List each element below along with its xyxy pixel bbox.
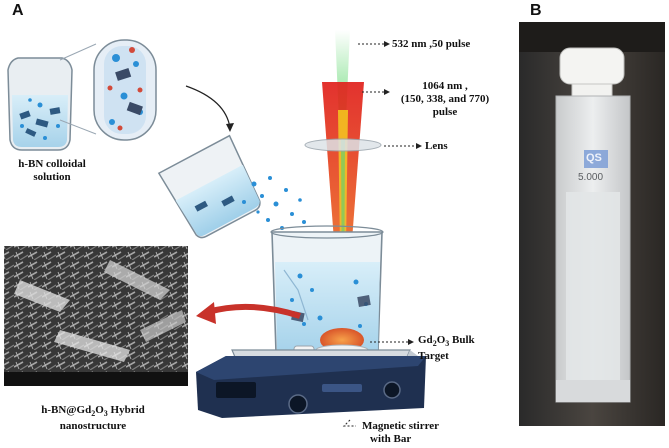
hybrid-label: h-BN@Gd2O3 Hybrid nanostructure: [28, 404, 158, 433]
product-arrow: [207, 303, 301, 319]
pouring-beaker: [157, 134, 261, 239]
zoom-connector: [59, 43, 97, 135]
magnetic-stirrer: [196, 349, 426, 418]
stirrer-display: [216, 382, 256, 398]
target-label: Gd2O3 Bulk Target: [418, 334, 475, 363]
colloid-label: h-BN colloidal solution: [4, 158, 100, 184]
stirrer-knob: [288, 394, 308, 414]
colloid-line1: h-BN colloidal: [18, 158, 86, 170]
target-line1: Gd2O3 Bulk: [418, 334, 475, 349]
zoom-inset: [93, 39, 157, 141]
panel-b-label: B: [530, 2, 542, 19]
cuvette-photo: [519, 22, 665, 426]
hybrid-line2: nanostructure: [59, 420, 127, 433]
target-line2: Target: [418, 350, 449, 363]
red-laser-label: 1064 nm , (150, 338, and 770) pulse: [390, 80, 500, 119]
cuvette-size-mark: 5.000: [578, 172, 604, 183]
red-laser-line2: (150, 338, and 770): [400, 93, 490, 105]
red-laser-line3: pulse: [432, 106, 458, 118]
stirrer-line1: Magnetic stirrer: [362, 420, 440, 432]
leader-lines: [342, 43, 416, 427]
sem-image: [4, 246, 188, 386]
stirrer-label: Magnetic stirrer with Bar: [362, 420, 439, 446]
lens-shape: [304, 138, 382, 152]
flow-arrow: [185, 85, 231, 129]
red-laser-line1: 1064 nm ,: [422, 80, 468, 92]
panel-a-label: A: [12, 2, 24, 19]
green-laser-label: 532 nm ,50 pulse: [392, 38, 471, 50]
cuvette-cap: [559, 47, 625, 85]
hybrid-line1: h-BN@Gd2O3 Hybrid: [41, 404, 145, 419]
lens-label: Lens: [425, 140, 448, 152]
colloid-beaker: [7, 57, 73, 151]
cuvette-qs-mark: QS: [586, 152, 602, 164]
droplets: [242, 176, 306, 230]
colloid-line2: solution: [33, 171, 71, 183]
ablation-beaker: [270, 225, 384, 361]
stirrer-line2: with Bar: [370, 433, 412, 445]
